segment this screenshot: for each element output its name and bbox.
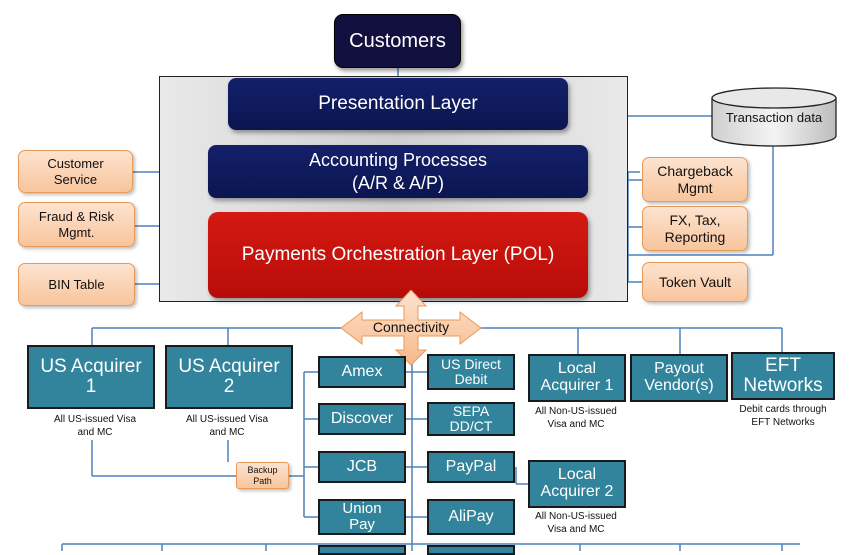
- fraud-risk-label: Fraud & Risk Mgmt.: [38, 208, 115, 240]
- backup-path-box: Backup Path: [236, 462, 289, 489]
- bin-table-label: BIN Table: [48, 276, 105, 292]
- jcb-label: JCB: [346, 457, 378, 475]
- sepa-box: SEPA DD/CT: [427, 402, 515, 436]
- payments-orchestration-layer: Payments Orchestration Layer (POL): [208, 212, 588, 298]
- transaction-data-icon: [711, 87, 837, 147]
- us-acquirer-2-note: All US-issued Visa and MC: [185, 414, 269, 438]
- accounting-processes-label: Accounting Processes (A/R & A/P): [308, 150, 488, 193]
- local-acquirer-1-note: All Non-US-issued Visa and MC: [535, 406, 617, 430]
- us-acquirer-1-note: All US-issued Visa and MC: [53, 414, 137, 438]
- token-vault-box: Token Vault: [642, 262, 748, 302]
- alt-payment-box-partial: [427, 545, 515, 555]
- alipay-box: AliPay: [427, 499, 515, 535]
- fraud-risk-box: Fraud & Risk Mgmt.: [18, 202, 135, 247]
- backup-path-label: Backup Path: [247, 464, 278, 486]
- paypal-label: PayPal: [445, 457, 497, 475]
- eft-networks: EFT Networks: [731, 352, 835, 400]
- discover-label: Discover: [330, 409, 394, 427]
- accounting-processes: Accounting Processes (A/R & A/P): [208, 145, 588, 198]
- paypal-box: PayPal: [427, 451, 515, 483]
- eft-networks-label: EFT Networks: [743, 355, 823, 396]
- local-acquirer-1-label: Local Acquirer 1: [540, 360, 614, 394]
- network-box-partial: [318, 545, 406, 555]
- jcb-box: JCB: [318, 451, 406, 483]
- us-acquirer-2: US Acquirer 2: [165, 345, 293, 409]
- customer-service-label: Customer Service: [47, 155, 104, 187]
- customer-service-box: Customer Service: [18, 150, 133, 193]
- chargeback-label: Chargeback Mgmt: [657, 162, 733, 196]
- us-direct-debit-box: US Direct Debit: [427, 354, 515, 390]
- fx-tax-label: FX, Tax, Reporting: [664, 211, 726, 245]
- local-acquirer-2: Local Acquirer 2: [528, 460, 626, 508]
- customers-box: Customers: [334, 14, 461, 68]
- local-acquirer-2-label: Local Acquirer 2: [540, 466, 614, 500]
- us-acquirer-1-label: US Acquirer 1: [40, 356, 142, 397]
- presentation-layer-label: Presentation Layer: [318, 93, 478, 114]
- alipay-label: AliPay: [448, 507, 494, 525]
- sepa-label: SEPA DD/CT: [449, 403, 493, 434]
- discover-box: Discover: [318, 403, 406, 435]
- connectivity-arrow-icon: [340, 290, 482, 366]
- bin-table-box: BIN Table: [18, 263, 135, 306]
- customers-label: Customers: [349, 29, 446, 52]
- payout-vendors: Payout Vendor(s): [630, 354, 728, 402]
- eft-networks-note: Debit cards through EFT Networks: [739, 404, 827, 428]
- local-acquirer-2-note: All Non-US-issued Visa and MC: [535, 511, 617, 535]
- unionpay-box: Union Pay: [318, 499, 406, 535]
- amex-label: Amex: [341, 362, 383, 380]
- presentation-layer: Presentation Layer: [228, 78, 568, 130]
- us-direct-debit-label: US Direct Debit: [441, 356, 501, 387]
- us-acquirer-1: US Acquirer 1: [27, 345, 155, 409]
- amex-box: Amex: [318, 356, 406, 388]
- pol-label: Payments Orchestration Layer (POL): [241, 244, 555, 265]
- unionpay-label: Union Pay: [342, 500, 382, 533]
- token-vault-label: Token Vault: [658, 273, 732, 290]
- chargeback-box: Chargeback Mgmt: [642, 157, 748, 202]
- us-acquirer-2-label: US Acquirer 2: [178, 356, 280, 397]
- fx-tax-box: FX, Tax, Reporting: [642, 206, 748, 251]
- connectivity-label: Connectivity: [372, 319, 450, 335]
- local-acquirer-1: Local Acquirer 1: [528, 354, 626, 402]
- payout-vendors-label: Payout Vendor(s): [644, 360, 714, 394]
- transaction-data-label: Transaction data: [725, 110, 823, 125]
